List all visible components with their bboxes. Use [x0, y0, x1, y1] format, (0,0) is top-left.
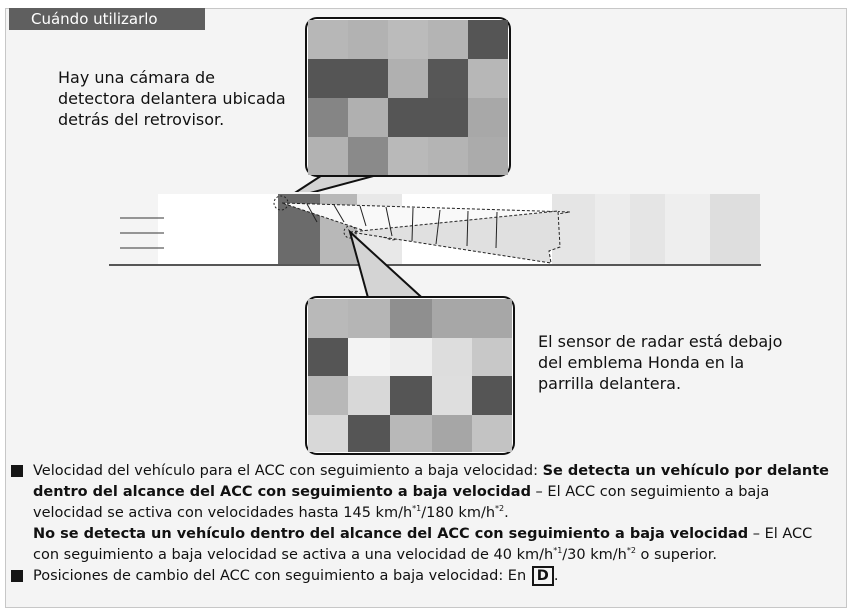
drive-position-indicator: D: [531, 566, 554, 586]
vehicle-detected-speed-mid: /180 km/h: [421, 505, 496, 521]
vehicle-not-detected-end: o superior.: [635, 547, 717, 563]
acc-notes: Velocidad del vehículo para el ACC con s…: [10, 461, 842, 587]
footnote-reference-one: *1: [553, 546, 563, 556]
gear-position-note: Posiciones de cambio del ACC con seguimi…: [10, 566, 842, 587]
footnote-reference-two: *2: [626, 546, 636, 556]
vehicle-not-detected-text: – El ACC con seguimiento a baja velocida…: [33, 526, 813, 563]
gear-position-end: .: [553, 568, 559, 584]
section-tab: Cuándo utilizarlo: [9, 8, 205, 30]
vehicle-detected-text: – El ACC con seguimiento a baja velocida…: [33, 484, 770, 521]
square-bullet-icon: [11, 465, 23, 477]
section-title: Cuándo utilizarlo: [31, 10, 158, 28]
camera-location-note: Hay una cámara de detectora delantera ub…: [58, 68, 286, 129]
gear-position-lead: Posiciones de cambio del ACC con seguimi…: [33, 568, 531, 584]
road-scene: [109, 192, 761, 266]
footnote-reference-two: *2: [495, 504, 505, 514]
square-bullet-icon: [11, 570, 23, 582]
vehicle-not-detected-speed-mid: /30 km/h: [562, 547, 627, 563]
vehicle-detected-heading: Se detecta un vehículo por delante dentr…: [33, 463, 830, 500]
camera-pixelated-image: [305, 17, 511, 177]
radar-pixelated-image: [305, 296, 515, 455]
footnote-reference-one: *1: [412, 504, 422, 514]
vehicle-not-detected-heading: No se detecta un vehículo dentro del alc…: [33, 526, 749, 542]
radar-location-note: El sensor de radar está debajo del emble…: [538, 332, 783, 393]
speed-note-lead: Velocidad del vehículo para el ACC con s…: [33, 463, 543, 479]
vehicle-detected-end: .: [504, 505, 509, 521]
speed-note: Velocidad del vehículo para el ACC con s…: [10, 461, 842, 566]
